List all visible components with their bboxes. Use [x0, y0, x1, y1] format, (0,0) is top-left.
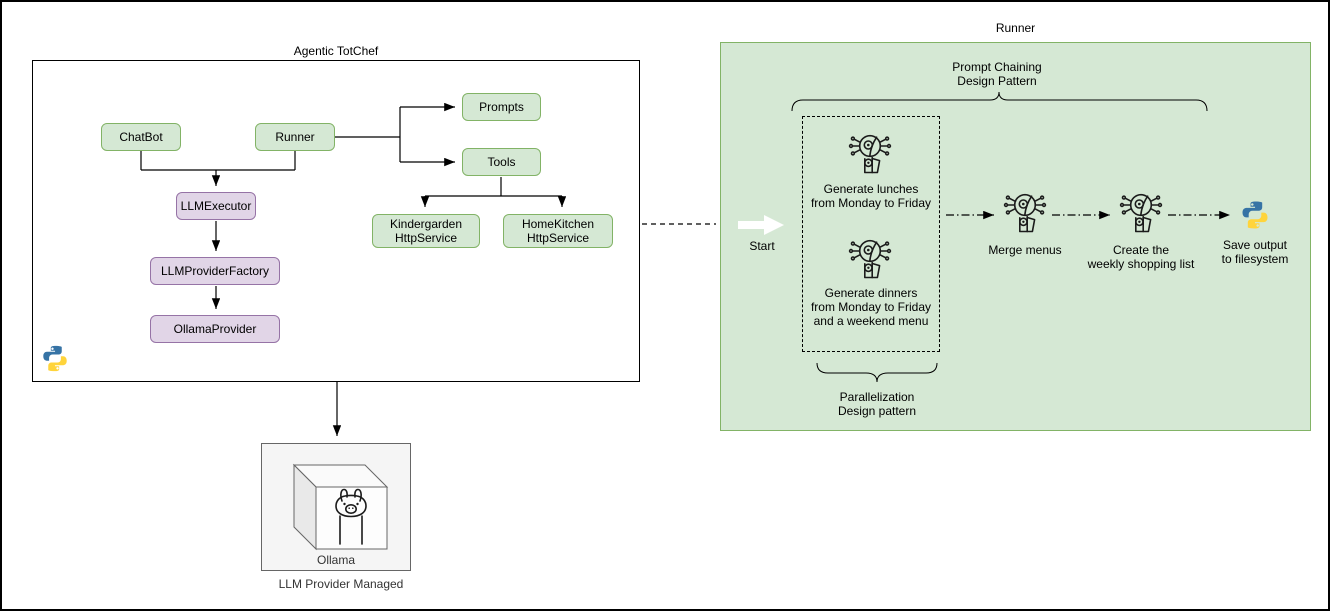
robot-agent-icon [848, 132, 892, 180]
robot-agent-icon [1003, 191, 1047, 239]
node-runner: Runner [255, 123, 335, 151]
agentic-totchef-title: Agentic TotChef [293, 44, 379, 58]
ollama-box-label: Ollama [316, 553, 355, 567]
node-ollamaprovider: OllamaProvider [150, 315, 280, 343]
step-create-shopping-list-label: Create the weekly shopping list [1087, 243, 1195, 271]
python-logo-icon [40, 343, 70, 374]
node-homekitchen-httpservice: HomeKitchen HttpService [503, 214, 613, 248]
step-merge-menus-label: Merge menus [988, 243, 1062, 257]
parallelization-label: Parallelization Design pattern [837, 390, 917, 418]
parallelization-group-box [802, 116, 940, 352]
node-chatbot: ChatBot [101, 123, 181, 151]
python-logo-icon [1239, 198, 1271, 232]
robot-agent-icon [848, 237, 892, 285]
node-prompts: Prompts [462, 93, 541, 121]
robot-agent-icon [1119, 191, 1163, 239]
step-generate-dinners-label: Generate dinners from Monday to Friday a… [810, 286, 932, 328]
node-kindergarden-httpservice: Kindergarden HttpService [372, 214, 480, 248]
llm-provider-managed-caption: LLM Provider Managed [278, 577, 404, 591]
server-cube-icon [292, 463, 389, 551]
prompt-chaining-label: Prompt Chaining Design Pattern [952, 60, 1042, 88]
runner-panel-title: Runner [995, 21, 1036, 35]
step-save-output-label: Save output to filesystem [1221, 238, 1289, 266]
node-llmproviderfactory: LLMProviderFactory [150, 257, 280, 285]
node-llmexecutor: LLMExecutor [176, 192, 256, 220]
node-tools: Tools [462, 148, 541, 176]
step-generate-lunches-label: Generate lunches from Monday to Friday [810, 182, 932, 210]
start-arrow-icon [738, 215, 784, 235]
ollama-llama-icon [335, 488, 367, 545]
start-label: Start [749, 239, 775, 253]
